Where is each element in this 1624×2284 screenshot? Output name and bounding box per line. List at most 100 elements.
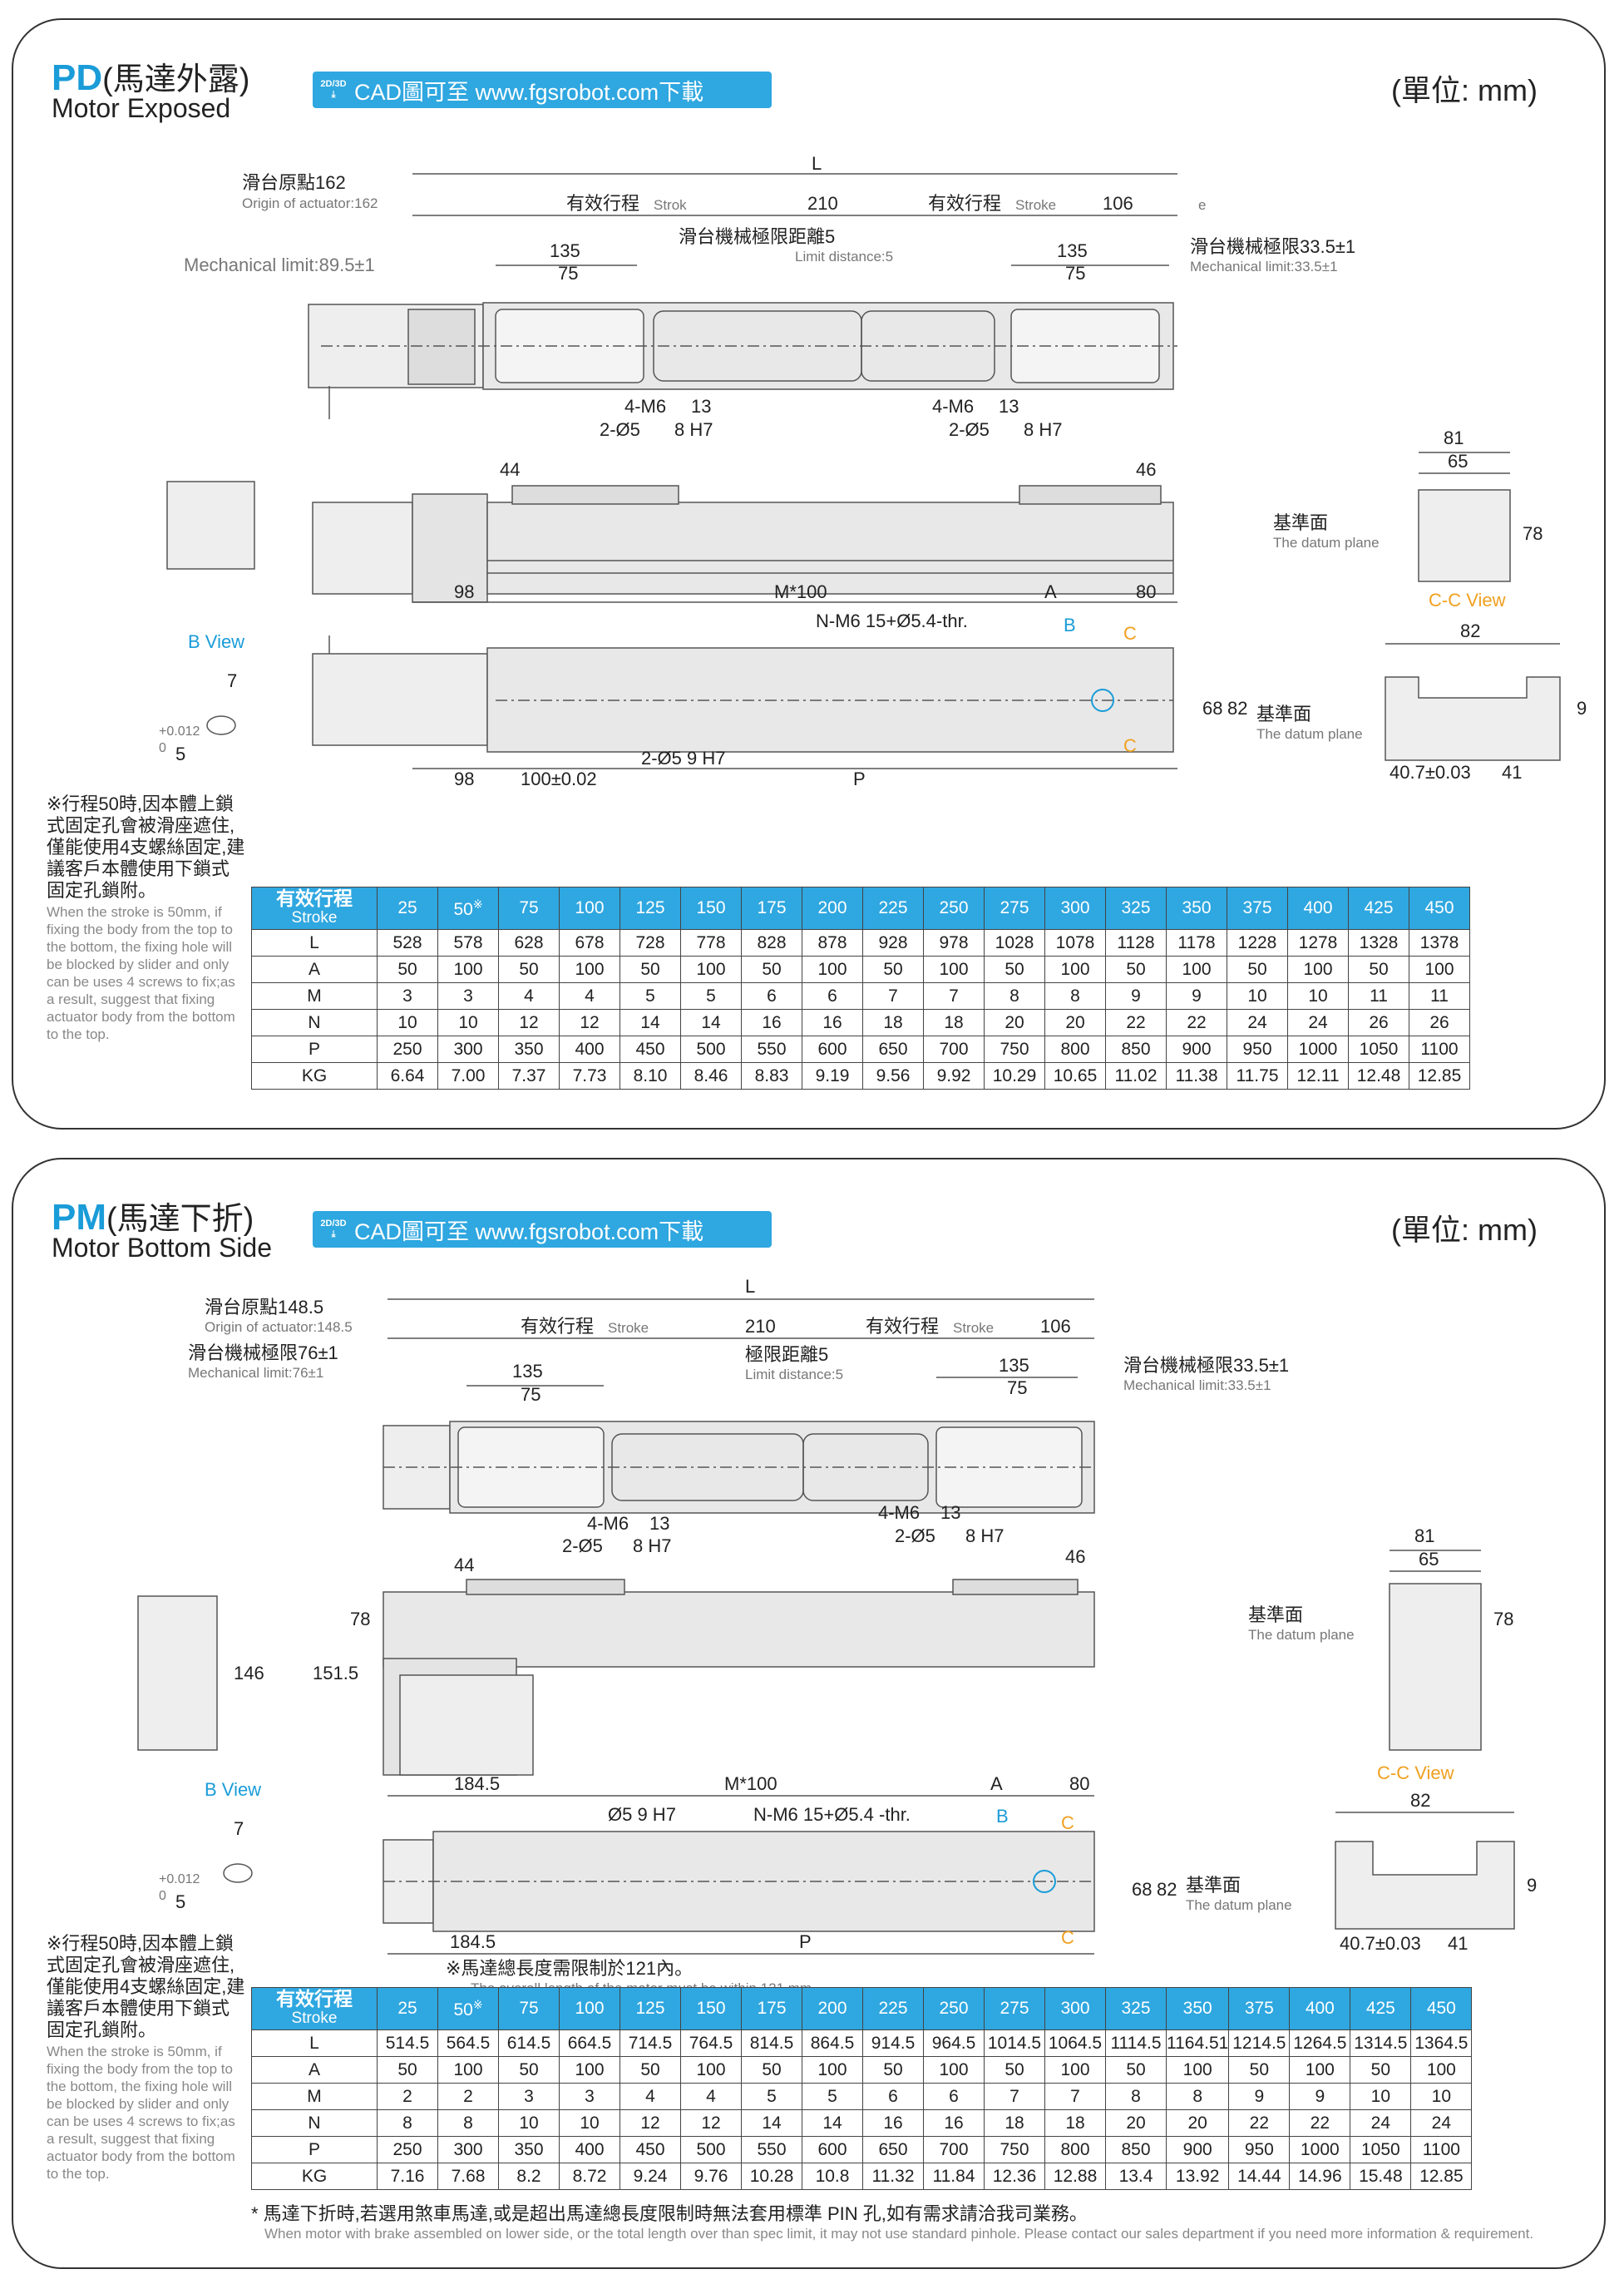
pm-cc-41: 41 (1448, 1933, 1468, 1954)
pd-table-cell: 700 (923, 1036, 985, 1063)
pd-table-cell: 16 (802, 1009, 863, 1036)
pm-table-cell: 100 (437, 2056, 499, 2084)
pm-stroke-cell: 350 (1165, 1987, 1230, 2030)
pm-table-cell: 14 (802, 2109, 863, 2137)
pd-table-cell: 12 (498, 1009, 560, 1036)
pm-13-left: 13 (649, 1513, 669, 1534)
pd-table-cell: 878 (802, 929, 863, 957)
pm-table-cell: 11.84 (923, 2163, 985, 2190)
pd-stroke-cell: 225 (862, 887, 924, 930)
pd-datum-1: 基準面 (1273, 512, 1328, 533)
pd-table-cell: 12.11 (1287, 1062, 1349, 1090)
pd-dim-135-left: 135 (550, 240, 580, 261)
pm-table-cell: 6 (923, 2083, 985, 2110)
pd-stroke-cell: 350 (1166, 887, 1227, 930)
pd-stroke-cell: 450 (1409, 887, 1470, 930)
pm-nm6: N-M6 15+Ø5.4 -thr. (753, 1804, 911, 1825)
pd-dim-e: e (1198, 197, 1206, 213)
pm-table-cell: 9.24 (619, 2163, 681, 2190)
pd-table-cell: 9.92 (923, 1062, 985, 1090)
pd-table-cell: 750 (984, 1036, 1045, 1063)
pd-dim-98-top: 98 (454, 581, 474, 602)
pd-table-cell: 50 (498, 956, 560, 983)
pm-table-cell: 1314.5 (1350, 2029, 1412, 2057)
pm-table-cell: 4 (680, 2083, 742, 2110)
pm-table-cell: 800 (1044, 2136, 1106, 2163)
pm-table-cell: 10.28 (741, 2163, 802, 2190)
pd-cad-link[interactable]: 2D/3D⤓ CAD圖可至 www.fgsrobot.com下載 (313, 72, 772, 108)
pd-table-cell: 8.10 (619, 1062, 681, 1090)
pd-stroke-left: 有效行程 (566, 193, 639, 214)
pm-table-cell: 5 (741, 2083, 802, 2110)
pm-label-C-bottom: C (1061, 1927, 1074, 1948)
pd-table-cell: 50 (862, 956, 924, 983)
pd-table-cell: 14 (619, 1009, 681, 1036)
pd-table-cell: 9 (1105, 982, 1167, 1010)
pd-body-side (486, 502, 1174, 595)
pm-bview-5: 5 (175, 1891, 185, 1912)
pd-dim-m100: M*100 (774, 581, 827, 602)
pd-table-cell: 10 (1227, 982, 1288, 1010)
pd-dim-80: 80 (1136, 581, 1156, 602)
pd-13-right: 13 (999, 396, 1019, 417)
pd-table-cell: 12.48 (1348, 1062, 1409, 1090)
pd-unit: (單位: mm) (1391, 73, 1538, 107)
pm-13-right: 13 (940, 1502, 960, 1523)
pd-note: ※行程50時,因本體上鎖式固定孔會被滑座遮住,僅能使用4支螺絲固定,建議客戶本體… (47, 793, 246, 1043)
pm-table-cell: 22 (1228, 2109, 1291, 2137)
pm-mech-right-en: Mechanical limit:33.5±1 (1123, 1377, 1271, 1393)
pd-table-cell: 100 (1287, 956, 1349, 983)
pd-table-cell: 50 (984, 956, 1045, 983)
pm-stroke-cell: 150 (680, 1987, 742, 2030)
pm-table-cell: 1014.5 (984, 2029, 1045, 2057)
pd-table-cell: 100 (923, 956, 985, 983)
pd-table-cell: 1328 (1348, 929, 1409, 957)
pm-table-cell: 2 (377, 2083, 438, 2110)
pm-table-cell: 11.32 (862, 2163, 924, 2190)
pd-table-cell: 100 (1166, 956, 1227, 983)
pm-table-cell: 50 (862, 2056, 924, 2084)
pm-limit-dist-en: Limit distance:5 (745, 1367, 843, 1382)
pm-table-cell: 100 (559, 2056, 620, 2084)
pm-stroke-cell: 425 (1350, 1987, 1412, 2030)
pm-table-cell: 700 (923, 2136, 985, 2163)
pm-table-cell: 9.76 (680, 2163, 742, 2190)
pm-table-cell: 964.5 (923, 2029, 985, 2057)
pm-cad-link[interactable]: 2D/3D⤓ CAD圖可至 www.fgsrobot.com下載 (313, 1211, 772, 1248)
pm-dim-44: 44 (454, 1555, 474, 1575)
pd-table-cell: 900 (1166, 1036, 1227, 1063)
pm-table-cell: 14.96 (1289, 2163, 1351, 2190)
pm-table-cell: 514.5 (377, 2029, 438, 2057)
pm-table-cell: 6 (862, 2083, 924, 2110)
pd-datum-2: 基準面 (1256, 704, 1311, 724)
pm-dim-1845-top: 184.5 (454, 1773, 500, 1794)
pm-table-cell: 1264.5 (1289, 2029, 1351, 2057)
pd-table-cell: 18 (923, 1009, 985, 1036)
pm-table-cell: 14.44 (1228, 2163, 1291, 2190)
pm-dim-80: 80 (1069, 1773, 1089, 1794)
pd-dim-78: 78 (1523, 523, 1543, 544)
pm-dim-P: P (799, 1931, 812, 1952)
pd-stroke-cell: 150 (680, 887, 742, 930)
pm-table-cell: 12.36 (984, 2163, 1045, 2190)
pd-cc-82: 82 (1460, 620, 1480, 641)
pd-limit-dist: 滑台機械極限距離5 (679, 226, 835, 247)
pd-pin2: 2-Ø5 9 H7 (641, 748, 726, 769)
download-icon: 2D/3D⤓ (320, 1219, 347, 1239)
pd-table-cell: 22 (1166, 1009, 1227, 1036)
pd-table-cell: 11.02 (1105, 1062, 1167, 1090)
pm-table-cell: 50 (984, 2056, 1045, 2084)
pd-table-cell: 100 (1044, 956, 1106, 983)
pd-mech-right-en: Mechanical limit:33.5±1 (1190, 259, 1338, 274)
pm-table-cell: 100 (1165, 2056, 1230, 2084)
pm-row-label: N (251, 2109, 378, 2137)
pm-pin-h7-right: 8 H7 (965, 1525, 1004, 1546)
pd-mech-left-en: Mechanical limit:89.5±1 (184, 255, 375, 275)
pd-dim-65: 65 (1448, 451, 1468, 472)
pd-table-cell: 1278 (1287, 929, 1349, 957)
pm-table-cell: 864.5 (802, 2029, 863, 2057)
pm-stroke-cell: 325 (1105, 1987, 1167, 2030)
